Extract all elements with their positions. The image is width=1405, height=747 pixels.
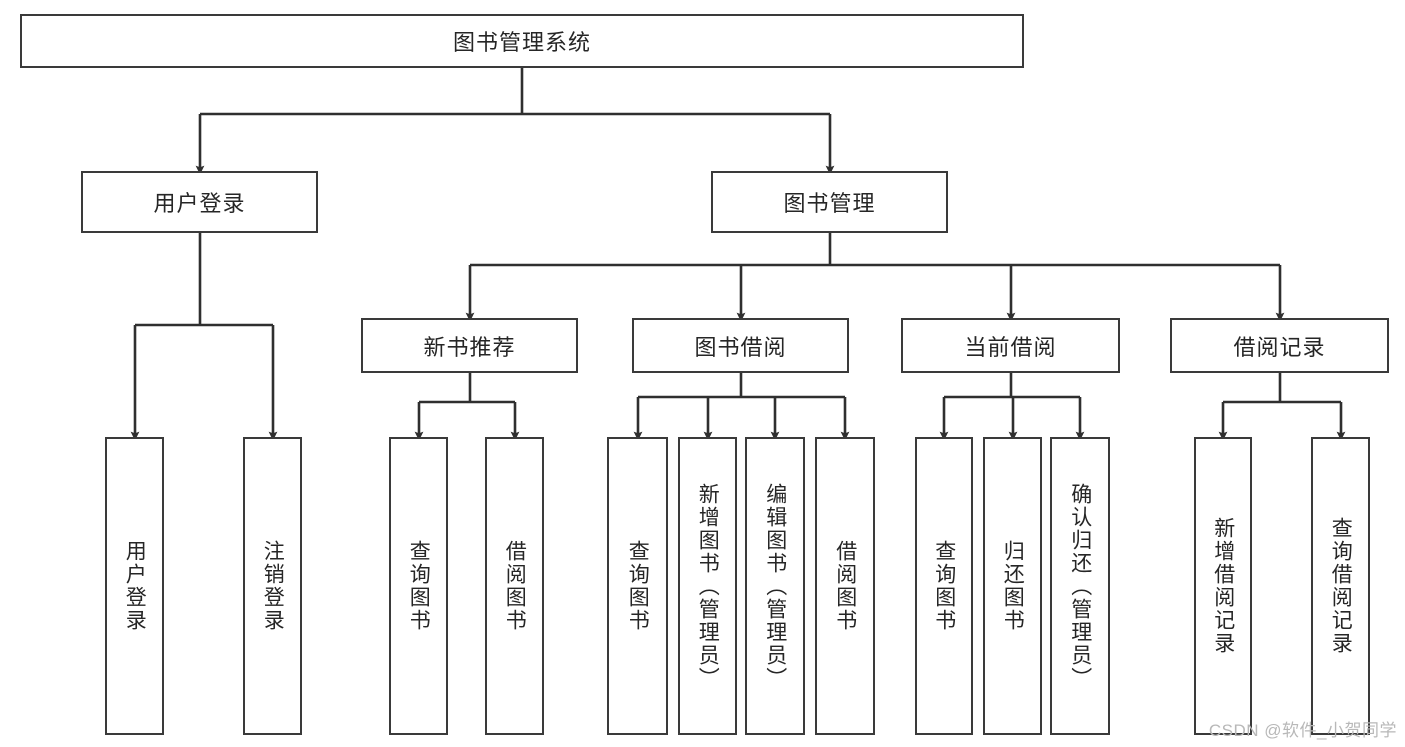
node-leaf-query-book-1[interactable]: 查询图书 <box>389 437 448 735</box>
node-label: 用户登录 <box>153 191 246 216</box>
node-label: 新增借阅记录 <box>1211 517 1235 655</box>
node-leaf-return-book[interactable]: 归还图书 <box>983 437 1042 735</box>
node-leaf-logout[interactable]: 注销登录 <box>243 437 302 735</box>
node-label: 借阅图书 <box>833 540 857 632</box>
node-label: 当前借阅 <box>964 334 1057 360</box>
node-label: 图书借阅 <box>694 334 787 360</box>
node-label: 图书管理 <box>783 191 876 216</box>
node-label: 查询图书 <box>932 540 956 632</box>
node-label: 用户登录 <box>123 540 147 632</box>
node-root[interactable]: 图书管理系统 <box>20 14 1024 68</box>
node-user-login[interactable]: 用户登录 <box>81 171 318 233</box>
node-label: 新增图书（管理员） <box>696 482 720 690</box>
node-leaf-query-book-3[interactable]: 查询图书 <box>915 437 973 735</box>
node-leaf-user-login[interactable]: 用户登录 <box>105 437 164 735</box>
node-label: 查询借阅记录 <box>1329 517 1353 655</box>
node-leaf-confirm-return[interactable]: 确认归还（管理员） <box>1050 437 1110 735</box>
node-label: 注销登录 <box>261 540 285 632</box>
node-label: 借阅记录 <box>1233 334 1326 360</box>
node-label: 查询图书 <box>407 540 431 632</box>
node-label: 归还图书 <box>1001 540 1025 632</box>
node-leaf-borrow-book-1[interactable]: 借阅图书 <box>485 437 544 735</box>
node-book-manage[interactable]: 图书管理 <box>711 171 948 233</box>
node-current-borrow[interactable]: 当前借阅 <box>901 318 1120 373</box>
node-leaf-add-record[interactable]: 新增借阅记录 <box>1194 437 1252 735</box>
node-label: 编辑图书（管理员） <box>763 482 787 690</box>
node-leaf-query-book-2[interactable]: 查询图书 <box>607 437 668 735</box>
node-leaf-edit-book[interactable]: 编辑图书（管理员） <box>745 437 805 735</box>
node-borrow-record[interactable]: 借阅记录 <box>1170 318 1389 373</box>
node-label: 新书推荐 <box>423 334 516 360</box>
node-label: 借阅图书 <box>503 540 527 632</box>
node-new-book-rec[interactable]: 新书推荐 <box>361 318 578 373</box>
node-label: 查询图书 <box>626 540 650 632</box>
node-leaf-borrow-book-2[interactable]: 借阅图书 <box>815 437 875 735</box>
node-leaf-query-record[interactable]: 查询借阅记录 <box>1311 437 1370 735</box>
node-label: 确认归还（管理员） <box>1068 482 1092 690</box>
node-label: 图书管理系统 <box>452 30 591 55</box>
node-book-borrow[interactable]: 图书借阅 <box>632 318 849 373</box>
node-leaf-add-book[interactable]: 新增图书（管理员） <box>678 437 737 735</box>
